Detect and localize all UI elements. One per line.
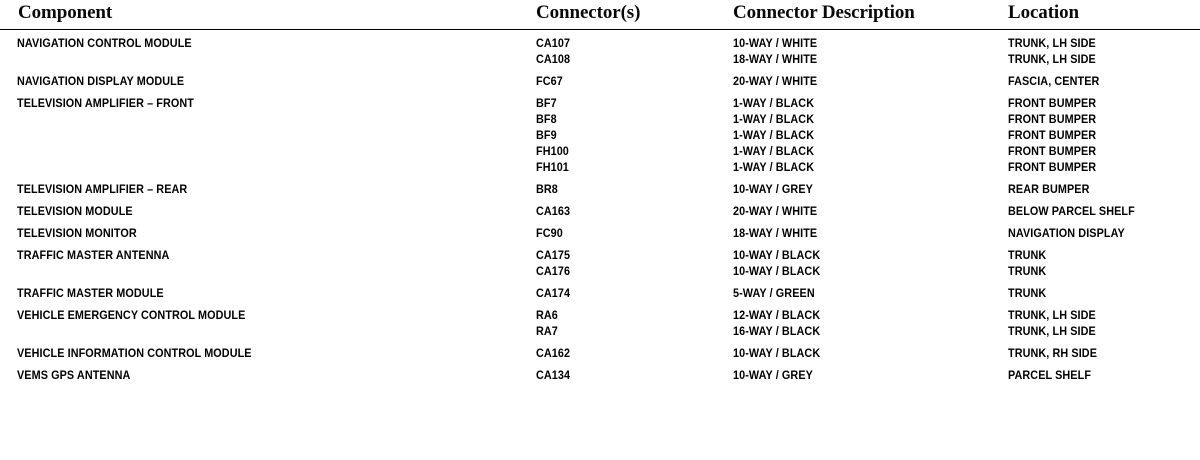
cell-description: 1-WAY / BLACK [733, 162, 815, 174]
table-row: VEHICLE INFORMATION CONTROL MODULE CA162 1… [0, 346, 1200, 362]
cell-connector: CA174 [536, 288, 571, 300]
cell-component: TELEVISION AMPLIFIER – REAR [17, 184, 188, 196]
cell-connector: RA6 [536, 310, 558, 322]
table-row: NAVIGATION DISPLAY MODULE FC67 20-WAY / WH… [0, 74, 1200, 90]
cell-location: NAVIGATION DISPLAY [1008, 228, 1125, 240]
cell-component: VEMS GPS ANTENNA [17, 370, 131, 382]
cell-location: REAR BUMPER [1008, 184, 1090, 196]
table-row: TRAFFIC MASTER ANTENNA CA175 10-WAY / BLAC… [0, 248, 1200, 264]
cell-location: TRUNK, LH SIDE [1008, 310, 1096, 322]
cell-description: 16-WAY / BLACK [733, 326, 821, 338]
table-row: FH100 1-WAY / BLACK FRONT BUMPER [0, 144, 1200, 160]
cell-description: 1-WAY / BLACK [733, 146, 815, 158]
cell-connector: FH100 [536, 146, 569, 158]
cell-component: TRAFFIC MASTER MODULE [17, 288, 164, 300]
cell-connector: CA134 [536, 370, 571, 382]
cell-connector: FC67 [536, 76, 563, 88]
table-row: CA176 10-WAY / BLACK TRUNK [0, 264, 1200, 280]
cell-component: VEHICLE EMERGENCY CONTROL MODULE [17, 310, 246, 322]
cell-description: 18-WAY / WHITE [733, 228, 818, 240]
table-row: TELEVISION MODULE CA163 20-WAY / WHITE BELO… [0, 204, 1200, 220]
cell-connector: BF8 [536, 114, 557, 126]
cell-location: TRUNK, RH SIDE [1008, 348, 1098, 360]
cell-component: NAVIGATION DISPLAY MODULE [17, 76, 185, 88]
cell-description: 10-WAY / BLACK [733, 250, 821, 262]
cell-location: TRUNK, LH SIDE [1008, 38, 1096, 50]
cell-location: FRONT BUMPER [1008, 146, 1097, 158]
cell-connector: BF7 [536, 98, 557, 110]
column-header-connector: Connector(s) [536, 2, 641, 23]
cell-description: 12-WAY / BLACK [733, 310, 821, 322]
cell-connector: CA176 [536, 266, 571, 278]
cell-location: FRONT BUMPER [1008, 162, 1097, 174]
cell-location: TRUNK [1008, 288, 1047, 300]
cell-connector: CA175 [536, 250, 571, 262]
cell-connector: CA108 [536, 54, 571, 66]
cell-description: 10-WAY / BLACK [733, 348, 821, 360]
table-row: VEHICLE EMERGENCY CONTROL MODULE RA6 12-WA… [0, 308, 1200, 324]
cell-location: PARCEL SHELF [1008, 370, 1092, 382]
table-row: FH101 1-WAY / BLACK FRONT BUMPER [0, 160, 1200, 176]
cell-connector: CA162 [536, 348, 571, 360]
cell-location: TRUNK [1008, 266, 1047, 278]
cell-description: 1-WAY / BLACK [733, 130, 815, 142]
table-header-row: Component Connector(s) Connector Descrip… [0, 2, 1200, 30]
cell-location: TRUNK [1008, 250, 1047, 262]
cell-connector: CA163 [536, 206, 571, 218]
cell-connector: FC90 [536, 228, 563, 240]
cell-location: FRONT BUMPER [1008, 130, 1097, 142]
cell-description: 1-WAY / BLACK [733, 98, 815, 110]
header-divider-rule [0, 29, 1200, 30]
cell-description: 10-WAY / GREY [733, 184, 813, 196]
cell-description: 10-WAY / BLACK [733, 266, 821, 278]
cell-location: FRONT BUMPER [1008, 98, 1097, 110]
table-row: TELEVISION AMPLIFIER – REAR BR8 10-WAY / G… [0, 182, 1200, 198]
table-row: VEMS GPS ANTENNA CA134 10-WAY / GREY PARCEL… [0, 368, 1200, 384]
cell-connector: BF9 [536, 130, 557, 142]
cell-description: 18-WAY / WHITE [733, 54, 818, 66]
table-row: NAVIGATION CONTROL MODULE CA107 10-WAY / W… [0, 36, 1200, 52]
column-header-location: Location [1008, 2, 1079, 23]
table-row: CA108 18-WAY / WHITE TRUNK, LH SIDE [0, 52, 1200, 68]
table-row: BF9 1-WAY / BLACK FRONT BUMPER [0, 128, 1200, 144]
cell-component: NAVIGATION CONTROL MODULE [17, 38, 192, 50]
column-header-description: Connector Description [733, 2, 915, 23]
cell-connector: BR8 [536, 184, 558, 196]
cell-description: 10-WAY / WHITE [733, 38, 818, 50]
connector-table-body: NAVIGATION CONTROL MODULE CA107 10-WAY / W… [0, 36, 1200, 384]
table-row: BF8 1-WAY / BLACK FRONT BUMPER [0, 112, 1200, 128]
cell-component: TELEVISION MODULE [17, 206, 133, 218]
table-row: RA7 16-WAY / BLACK TRUNK, LH SIDE [0, 324, 1200, 340]
cell-location: BELOW PARCEL SHELF [1008, 206, 1135, 218]
cell-component: VEHICLE INFORMATION CONTROL MODULE [17, 348, 252, 360]
cell-description: 20-WAY / WHITE [733, 76, 818, 88]
cell-connector: RA7 [536, 326, 558, 338]
cell-component: TELEVISION AMPLIFIER – FRONT [17, 98, 195, 110]
table-row: TELEVISION AMPLIFIER – FRONT BF7 1-WAY / B… [0, 96, 1200, 112]
cell-description: 1-WAY / BLACK [733, 114, 815, 126]
cell-connector: FH101 [536, 162, 569, 174]
cell-location: FASCIA, CENTER [1008, 76, 1100, 88]
cell-location: TRUNK, LH SIDE [1008, 326, 1096, 338]
cell-location: FRONT BUMPER [1008, 114, 1097, 126]
cell-description: 20-WAY / WHITE [733, 206, 818, 218]
cell-description: 5-WAY / GREEN [733, 288, 815, 300]
cell-component: TRAFFIC MASTER ANTENNA [17, 250, 170, 262]
cell-component: TELEVISION MONITOR [17, 228, 137, 240]
column-header-component: Component [18, 2, 113, 23]
cell-connector: CA107 [536, 38, 571, 50]
table-row: TRAFFIC MASTER MODULE CA174 5-WAY / GREEN T… [0, 286, 1200, 302]
cell-description: 10-WAY / GREY [733, 370, 813, 382]
cell-location: TRUNK, LH SIDE [1008, 54, 1096, 66]
table-row: TELEVISION MONITOR FC90 18-WAY / WHITE NAVI… [0, 226, 1200, 242]
